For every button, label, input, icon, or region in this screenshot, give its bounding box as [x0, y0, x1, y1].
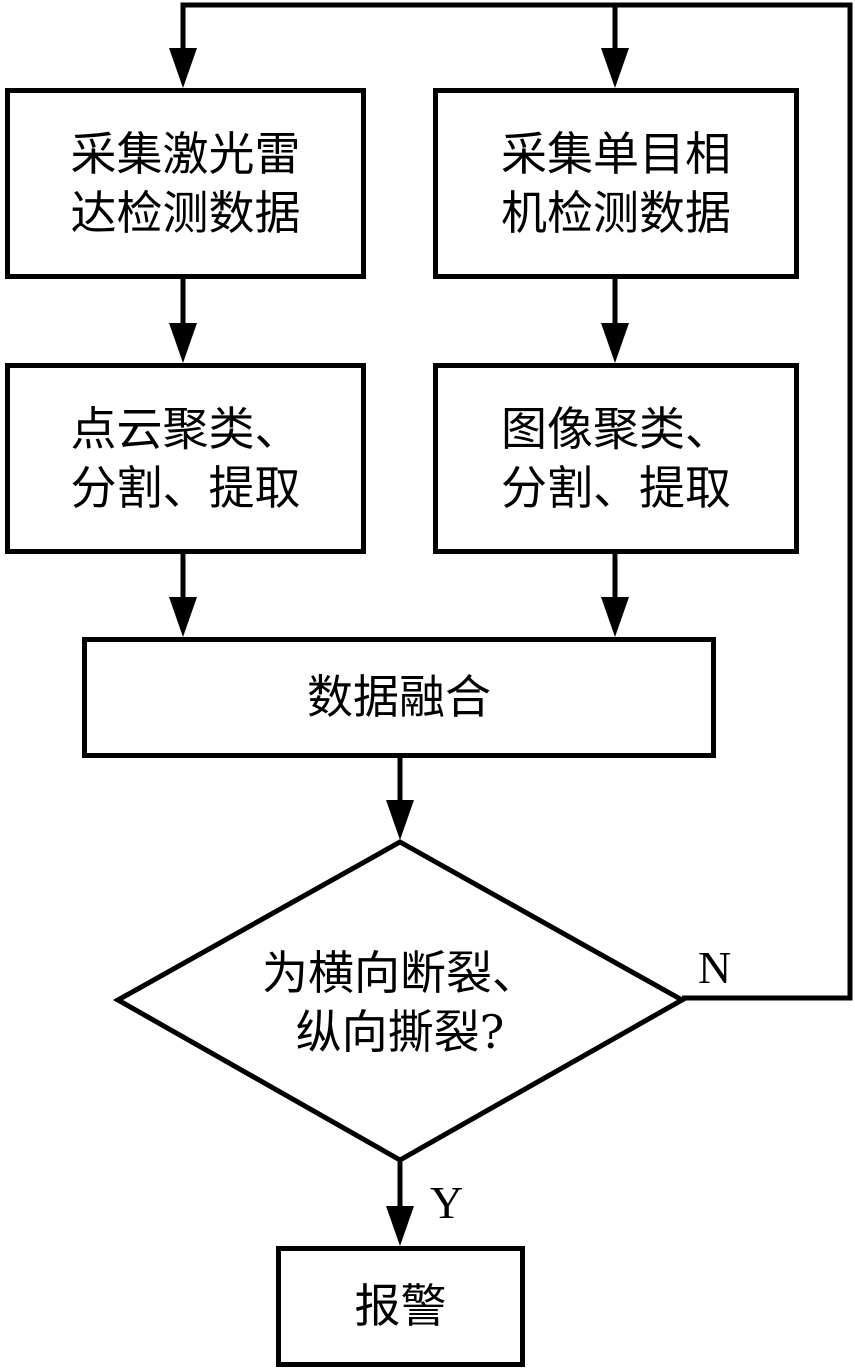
lidar-collect-line-1: 采集激光雷: [70, 126, 301, 181]
data-fusion-box: 数据融合: [82, 637, 716, 758]
no-branch-label: N: [698, 942, 732, 993]
arrowhead-into-lidar-box: [169, 48, 197, 88]
feedback-loop-line: [180, 2, 853, 1001]
pointcloud-process-line-2: 分割、提取: [70, 460, 301, 515]
decision-line-1: 为横向断裂、: [262, 945, 538, 1000]
lidar-collect-line-2: 达检测数据: [70, 185, 301, 240]
arrowhead-from-pointcloud-into-fusion: [169, 597, 197, 637]
data-fusion-label: 数据融合: [307, 670, 491, 725]
pointcloud-process-line-1: 点云聚类、: [70, 401, 301, 456]
lidar-collect-box: 采集激光雷 达检测数据: [5, 88, 366, 279]
arrowhead-into-alarm: [386, 1206, 414, 1246]
camera-collect-line-1: 采集单目相: [501, 126, 731, 181]
arrowhead-into-decision: [386, 800, 414, 840]
yes-branch-label: Y: [430, 1177, 464, 1228]
camera-collect-box: 采集单目相 机检测数据: [433, 88, 799, 279]
image-process-box: 图像聚类、 分割、提取: [433, 363, 799, 554]
pointcloud-process-box: 点云聚类、 分割、提取: [5, 363, 366, 554]
arrowhead-into-pointcloud-box: [169, 323, 197, 363]
decision-line-2: 纵向撕裂?: [295, 1004, 505, 1059]
image-process-line-2: 分割、提取: [501, 460, 731, 515]
alarm-box: 报警: [276, 1246, 525, 1367]
camera-collect-line-2: 机检测数据: [501, 185, 731, 240]
decision-diamond: [112, 839, 688, 1163]
decision-text: 为横向断裂、 纵向撕裂?: [200, 935, 600, 1070]
alarm-label: 报警: [354, 1279, 447, 1334]
arrowhead-from-image-into-fusion: [601, 597, 629, 637]
arrowhead-into-camera-box: [601, 48, 629, 88]
image-process-line-1: 图像聚类、: [501, 401, 731, 456]
arrowhead-into-image-box: [601, 323, 629, 363]
